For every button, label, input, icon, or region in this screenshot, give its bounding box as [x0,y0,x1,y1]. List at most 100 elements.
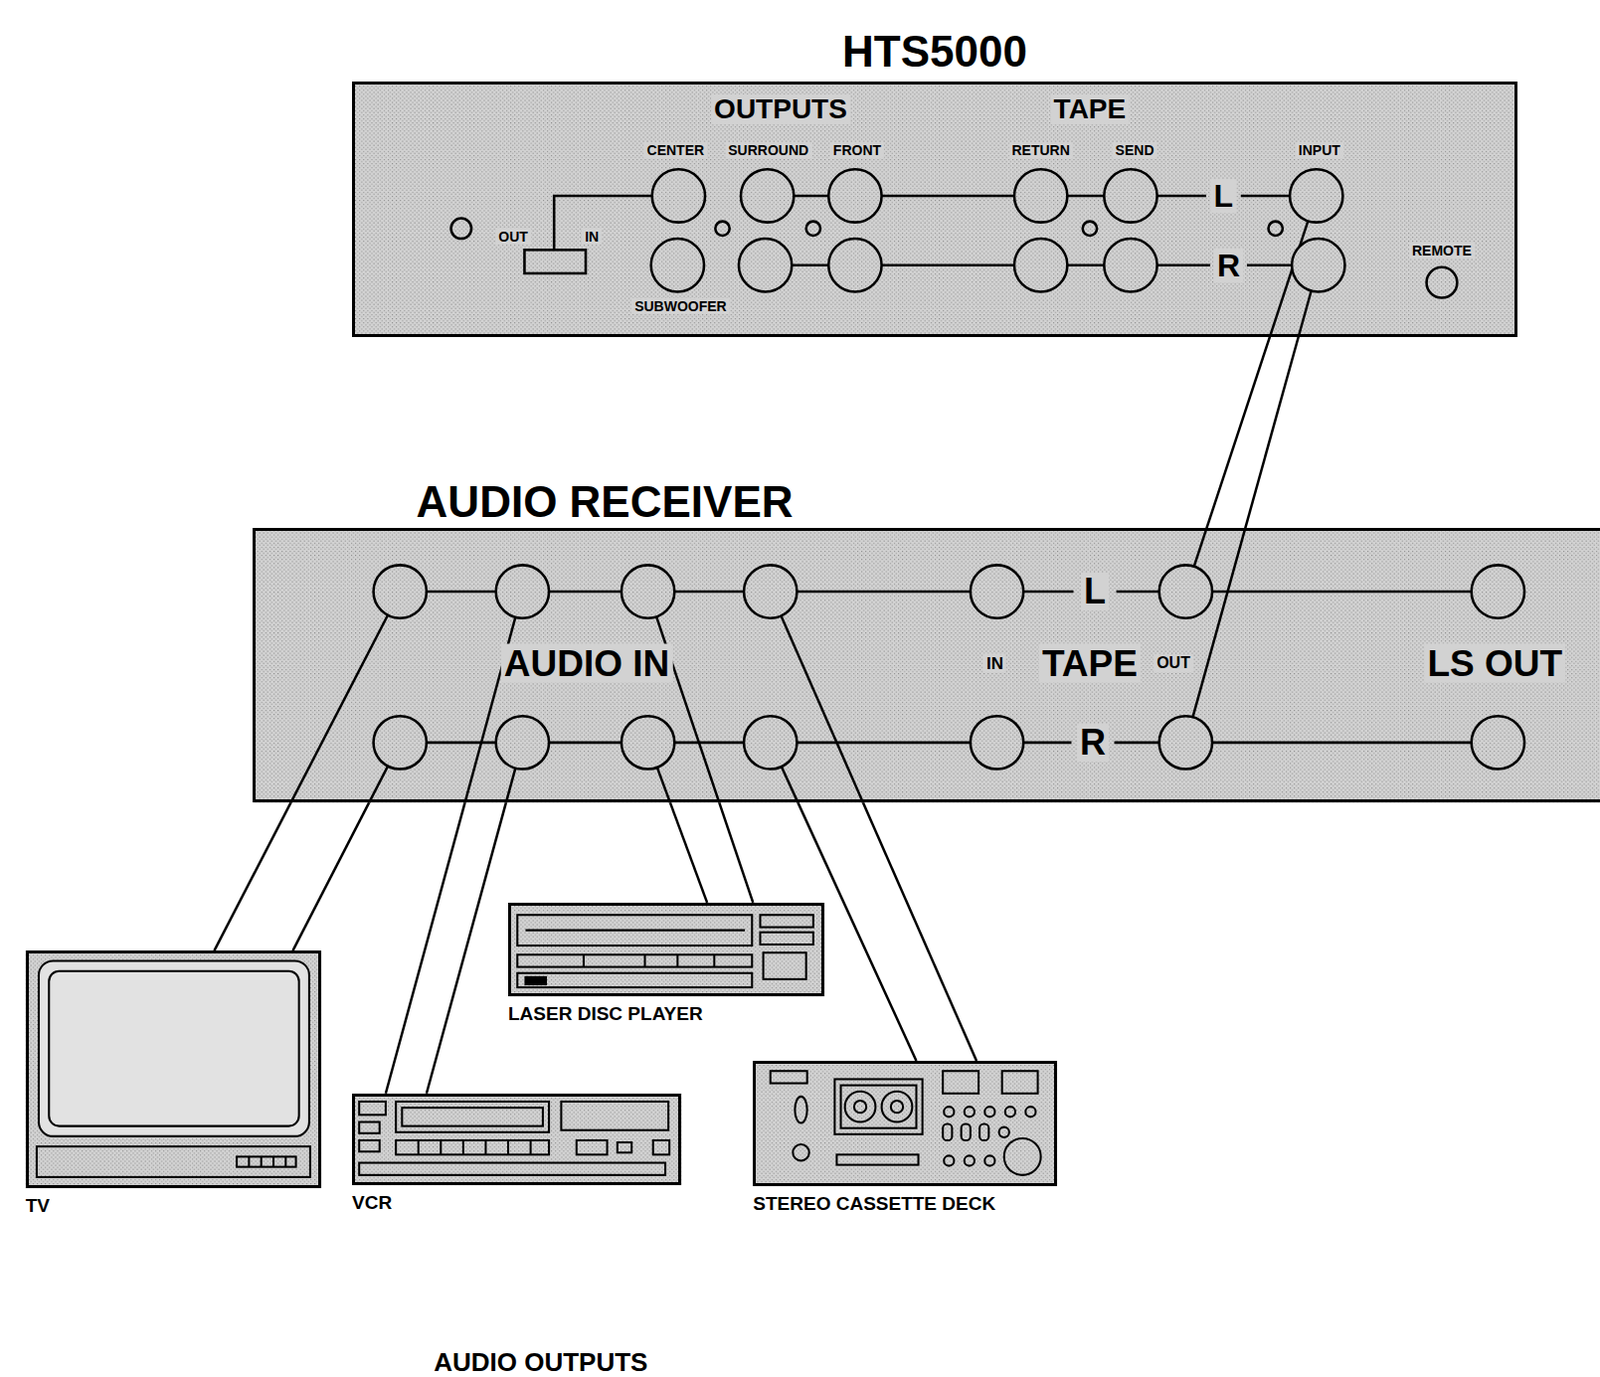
audio-cable [1244,337,1299,530]
vcr-drawing [358,1101,670,1176]
laser-disc-drawing [517,973,752,988]
jack-label: OUT [1153,654,1194,673]
jack-label: REMOTE [1409,242,1475,259]
hts-jacks [1426,267,1458,299]
hts5000-panel: HTS5000 [352,81,1518,337]
laser-disc-drawing [525,929,745,932]
hts-jacks [1289,169,1343,222]
tv-drawing [36,960,311,1177]
hts-jack-lines [793,194,829,198]
panel-fill [352,1093,682,1186]
device-label: TV [25,1195,50,1218]
receiver-jack-lines [1212,590,1472,594]
tv-device: TV [25,950,323,1189]
hts-jacks [714,221,729,236]
receiver-jack-lines [1023,590,1073,594]
receiver-jacks [496,715,549,769]
tv-drawing [272,1156,275,1167]
tv-drawing [38,960,310,1136]
tv-drawing [260,1156,263,1167]
receiver-jack-lines [426,590,497,594]
panel-fill [752,1061,1058,1187]
receiver-jack-lines [426,741,497,745]
hts-jacks [1014,238,1067,292]
device-label: LASER DISC PLAYER [508,1003,704,1026]
panel-fill [25,950,323,1189]
cassette-deck-drawing [942,1070,979,1094]
vcr-drawing [358,1122,380,1134]
panel-fill [352,81,1518,337]
cassette-deck-drawing [890,1100,903,1113]
laser-disc-drawing [525,977,546,985]
receiver-jacks [1471,564,1525,618]
hts-jacks [806,221,821,236]
audio-cable [670,802,708,903]
hts-jacks [1103,238,1157,292]
switch-label: OUT [495,228,532,245]
audio-cable [385,802,466,1093]
cassette-deck-device: STEREO CASSETTE DECK [752,1061,1058,1187]
receiver-jack-lines [674,590,744,594]
cassette-deck-drawing [794,1096,807,1124]
channel-label: R [1214,248,1244,283]
receiver-jack-lines [796,741,970,745]
channel-label: L [1211,178,1238,213]
hts-jacks [828,238,882,292]
cassette-deck-drawing [984,1106,995,1117]
receiver-jack-lines [1023,741,1071,745]
hts-jack-lines [882,263,1015,267]
jack-label: IN [983,653,1007,673]
laser-disc-drawing [676,954,679,967]
jack-lead [290,591,400,803]
audio-cable [797,802,916,1062]
jack-label: SUBWOOFER [631,298,730,315]
cassette-deck-drawing [1025,1106,1036,1117]
cassette-deck-drawing [964,1106,975,1117]
hts-jacks [1103,169,1157,222]
hts-jacks [1291,238,1345,292]
section-label: OUTPUTS [711,94,851,125]
audio-cable [426,802,507,1093]
channel-label: R [1076,723,1109,762]
hts-jack-lines [524,195,1292,274]
receiver-jack-lines [1212,741,1472,745]
cassette-deck-drawing [984,1155,995,1166]
jack-lead [648,591,720,803]
vcr-drawing [358,1163,666,1176]
cassette-deck-drawing [942,1124,952,1141]
hts-jack-lines [1066,194,1104,198]
receiver-jacks [373,564,1525,769]
tv-drawing [284,1156,287,1167]
receiver-jacks [970,564,1024,618]
caption-label: AUDIO OUTPUTS [430,1348,651,1377]
laser-disc-device: LASER DISC PLAYER [508,902,825,997]
jack-label: CENTER [644,142,709,159]
jack-lead [1185,528,1245,742]
vcr-device: VCR [352,1093,682,1186]
cassette-deck-drawing [961,1124,971,1141]
channel-label: L [1080,572,1109,611]
audio-cable [213,802,291,951]
section-label: TAPE [1039,643,1141,683]
laser-disc-drawing [759,914,813,927]
audio-cable [293,802,370,951]
hts-jacks [1014,169,1067,222]
cassette-deck-drawing [943,1155,954,1166]
receiver-jack-lines [674,741,744,745]
receiver-jack-lines [426,591,1472,743]
vcr-drawing [395,1140,549,1155]
receiver-jack-lines [548,741,622,745]
hts-jacks [451,218,473,240]
section-label: AUDIO IN [501,643,674,683]
tv-drawing [36,1146,311,1178]
cassette-deck-drawing [834,1078,922,1134]
vcr-drawing [484,1140,487,1155]
receiver-jack-lines [796,590,970,594]
receiver-panel: AUDIO RECEIVER [252,528,1600,803]
vcr-drawing [417,1140,420,1155]
jack-label: SURROUND [724,142,812,159]
hts-jack-lines [1157,263,1211,267]
section-label: TAPE [1051,94,1130,125]
